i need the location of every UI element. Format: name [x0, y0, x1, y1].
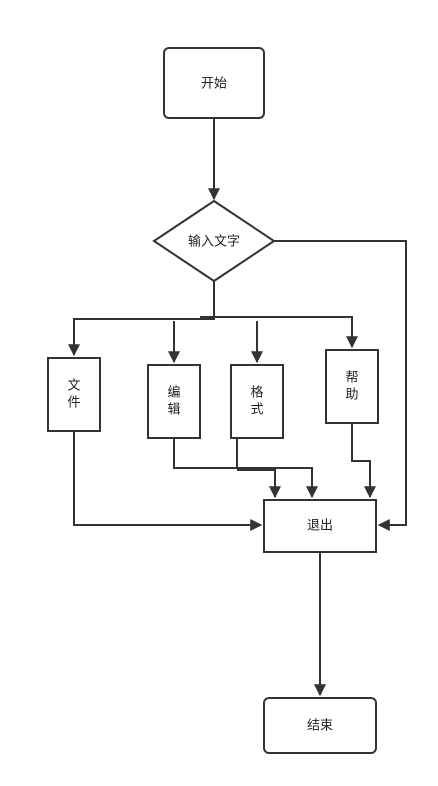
node-start: 开始 [163, 47, 265, 119]
exit-label: 退出 [307, 519, 333, 534]
edit-label: 编辑 [167, 385, 180, 417]
edge-format-to-exit [236, 438, 275, 497]
end-label: 结束 [307, 719, 333, 734]
edge-file-to-exit [73, 431, 263, 531]
exit-box [263, 499, 377, 553]
node-exit: 退出 [263, 499, 377, 553]
node-format: 格式 [230, 364, 284, 439]
label-line: 件 [67, 395, 80, 410]
label-line: 文 [67, 378, 80, 393]
help-box [325, 349, 379, 424]
edge-edit-to-exit [173, 438, 318, 499]
label-line: 式 [250, 402, 263, 417]
input-label: 输入文字 [188, 234, 240, 250]
help-label: 帮助 [345, 370, 358, 402]
edge-input-to-exit [274, 240, 407, 531]
label-line: 帮 [345, 370, 358, 385]
node-file: 文件 [47, 357, 101, 432]
edge-help-to-exit [351, 423, 376, 499]
edge-input-to-help [200, 316, 358, 349]
end-box [263, 697, 377, 754]
input-diamond [152, 199, 276, 283]
edit-box [147, 364, 201, 439]
start-label: 开始 [201, 77, 227, 92]
label-line: 辑 [167, 402, 180, 417]
node-help: 帮助 [325, 349, 379, 424]
node-input: 输入文字 [152, 199, 276, 283]
start-box [163, 47, 265, 119]
file-label: 文件 [67, 378, 80, 410]
label-line: 格 [250, 384, 263, 400]
format-box [230, 364, 284, 439]
file-box [47, 357, 101, 432]
node-edit: 编辑 [147, 364, 201, 439]
node-end: 结束 [263, 697, 377, 754]
label-line: 助 [345, 387, 358, 402]
edges [68, 118, 407, 697]
format-label: 格式 [250, 384, 263, 417]
label-line: 编 [167, 385, 180, 400]
edge-input-to-file [68, 281, 215, 357]
